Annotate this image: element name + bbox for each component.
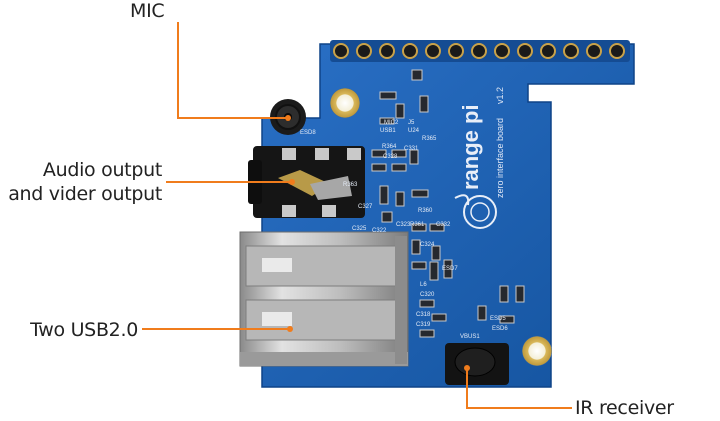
brand-text: range pi xyxy=(458,104,483,190)
gpio-header xyxy=(330,40,630,62)
silk-label: MIC2 xyxy=(384,120,399,126)
label-usb: Two USB2.0 xyxy=(30,319,138,341)
smd-part xyxy=(371,149,387,158)
smd-components xyxy=(371,69,525,338)
label-audio-line1: Audio output xyxy=(42,159,162,181)
smd-part xyxy=(429,261,439,281)
header-pin xyxy=(563,43,579,59)
silk-label: C325 xyxy=(352,226,367,232)
smd-part xyxy=(411,69,423,81)
board-version: v1.2 xyxy=(495,87,505,104)
smd-part xyxy=(381,211,393,223)
leader-lines xyxy=(142,22,572,409)
label-ir-receiver: IR receiver xyxy=(575,397,674,419)
leader-mic xyxy=(177,22,288,119)
silk-label: C319 xyxy=(416,322,431,328)
silk-label: R365 xyxy=(422,136,437,142)
smd-part xyxy=(395,103,405,119)
silk-label: C318 xyxy=(416,312,431,318)
label-audio-line2: and vider output xyxy=(8,183,162,205)
smd-part xyxy=(431,245,441,261)
header-pin xyxy=(356,43,372,59)
board-subtitle: zero interface board xyxy=(495,118,505,198)
silk-label: C320 xyxy=(420,292,435,298)
smd-part xyxy=(411,239,421,255)
smd-part xyxy=(419,95,429,113)
silk-label: R361 xyxy=(410,222,425,228)
smd-part xyxy=(477,305,487,321)
mounting-hole xyxy=(330,88,360,118)
mounting-hole xyxy=(522,336,552,366)
smd-part xyxy=(379,185,389,205)
silk-label: C332 xyxy=(436,222,451,228)
silk-label: C322 xyxy=(372,228,387,234)
smd-part xyxy=(391,149,407,158)
silk-label: J5 xyxy=(408,120,415,126)
header-pin xyxy=(379,43,395,59)
smd-part xyxy=(431,313,447,322)
silk-label: C327 xyxy=(358,204,373,210)
smd-part xyxy=(379,91,397,100)
silk-label: R364 xyxy=(382,144,397,150)
smd-part xyxy=(409,149,419,165)
silk-label: ESD8 xyxy=(300,130,316,136)
smd-part xyxy=(419,329,435,338)
label-mic: MIC xyxy=(130,0,165,22)
usb-connector xyxy=(239,231,409,367)
silk-label: C328 xyxy=(383,154,398,160)
silk-label: ESD6 xyxy=(492,326,508,332)
smd-part xyxy=(515,285,525,303)
silk-label: C331 xyxy=(404,146,419,152)
header-pin xyxy=(471,43,487,59)
smd-part xyxy=(379,117,395,125)
silk-label: ESD7 xyxy=(442,266,458,272)
silk-label: U24 xyxy=(408,128,420,134)
header-pin xyxy=(425,43,441,59)
silk-label: USB1 xyxy=(380,128,396,134)
smd-part xyxy=(499,315,515,324)
smd-part xyxy=(395,191,405,207)
smd-part xyxy=(429,223,445,232)
smd-part xyxy=(411,189,429,198)
silk-label: C323 xyxy=(396,222,411,228)
silk-label: ESD5 xyxy=(490,316,506,322)
smd-part xyxy=(391,163,407,172)
smd-part xyxy=(411,223,427,232)
smd-part xyxy=(443,259,453,279)
leader-ir xyxy=(466,368,572,409)
silk-label: R360 xyxy=(418,208,433,214)
header-pin xyxy=(540,43,556,59)
label-audio-output: Audio output and vider output xyxy=(0,158,162,206)
ir-receiver xyxy=(445,343,509,385)
header-pin xyxy=(586,43,602,59)
header-pin xyxy=(517,43,533,59)
smd-part xyxy=(419,299,435,308)
header-pin xyxy=(494,43,510,59)
silk-label: L6 xyxy=(420,282,427,288)
silk-label: R363 xyxy=(343,182,358,188)
smd-part xyxy=(499,285,509,303)
silk-label: VBUS1 xyxy=(460,334,480,340)
header-pin xyxy=(333,43,349,59)
silk-label: C324 xyxy=(420,242,435,248)
header-pin xyxy=(609,43,625,59)
smd-part xyxy=(371,163,387,172)
smd-part xyxy=(411,261,427,270)
orange-pi-logo xyxy=(454,194,497,229)
header-pin xyxy=(448,43,464,59)
header-pin xyxy=(402,43,418,59)
